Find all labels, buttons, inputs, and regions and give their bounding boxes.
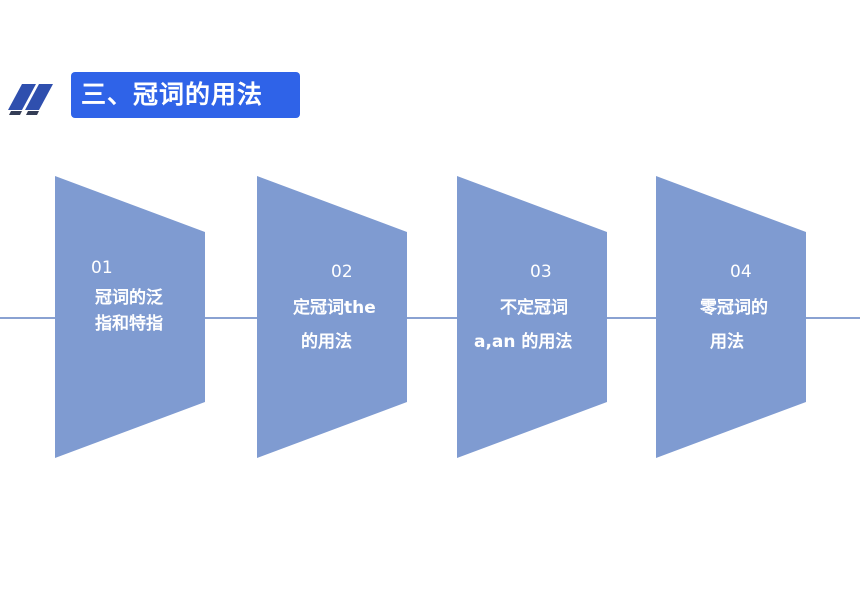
step-label-line1: 零冠词的 (700, 298, 768, 318)
step-label-line2: a,an 的用法 (474, 332, 573, 352)
connector-line (0, 317, 860, 319)
step-number: 01 (91, 258, 113, 278)
step-shape (656, 176, 806, 458)
step-label-line2: 指和特指 (95, 314, 163, 334)
step-card-2: 02 定冠词the 的用法 (257, 176, 407, 458)
page-title: 三、冠词的用法 (71, 72, 300, 118)
step-number: 04 (730, 262, 752, 282)
step-shape (55, 176, 205, 458)
step-label-line1: 定冠词the (293, 298, 376, 318)
step-card-4: 04 零冠词的 用法 (656, 176, 806, 458)
step-number: 02 (331, 262, 353, 282)
step-label-line1: 不定冠词 (500, 298, 568, 318)
step-card-1: 01 冠词的泛 指和特指 (55, 176, 205, 458)
step-card-3: 03 不定冠词 a,an 的用法 (457, 176, 607, 458)
step-label-line1: 冠词的泛 (95, 288, 163, 308)
step-label-line2: 的用法 (301, 332, 352, 352)
double-slash-icon (8, 84, 53, 115)
page-title-text: 三、冠词的用法 (81, 80, 264, 109)
step-shape (457, 176, 607, 458)
step-number: 03 (530, 262, 552, 282)
step-shape (257, 176, 407, 458)
step-label-line2: 用法 (710, 332, 744, 352)
